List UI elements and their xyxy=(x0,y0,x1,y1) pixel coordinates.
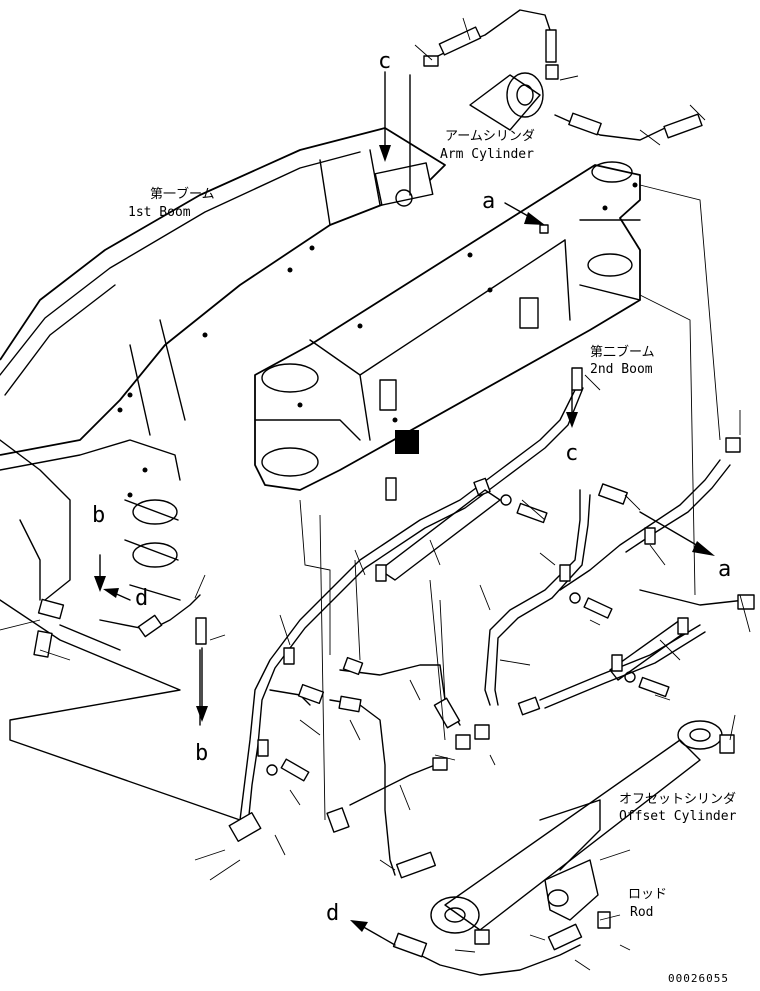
ref-d-low: d xyxy=(326,901,339,926)
ref-b-low: b xyxy=(195,741,208,766)
arm-cylinder xyxy=(409,9,703,196)
ref-a-right: a xyxy=(718,557,731,582)
first-boom-label-en: 1st Boom xyxy=(128,205,191,220)
offset-cylinder-label-jp: オフセットシリンダ xyxy=(619,792,736,807)
ref-arrows xyxy=(94,71,715,946)
ref-d-left: d xyxy=(135,586,148,611)
ref-c-mid: c xyxy=(565,441,578,466)
clamps xyxy=(257,489,689,782)
second-boom-label-jp: 第二ブーム xyxy=(590,344,655,360)
ref-b-left: b xyxy=(92,503,105,528)
labels: アームシリンダ Arm Cylinder 第一ブーム 1st Boom 第二ブー… xyxy=(92,49,737,985)
second-boom-label-en: 2nd Boom xyxy=(590,362,653,377)
first-boom-label-jp: 第一ブーム xyxy=(150,186,215,202)
rod-label-en: Rod xyxy=(630,905,653,920)
arm-cylinder-label-jp: アームシリンダ xyxy=(445,129,535,144)
rod-label-jp: ロッド xyxy=(628,887,667,902)
leaders xyxy=(0,17,751,971)
hoses xyxy=(33,367,755,976)
offset-cylinder-label-en: Offset Cylinder xyxy=(619,809,737,824)
arm-cylinder-label-en: Arm Cylinder xyxy=(440,147,534,162)
first-boom xyxy=(0,127,446,821)
part-number: 00026055 xyxy=(668,972,729,985)
second-boom xyxy=(254,161,641,491)
ref-a-top: a xyxy=(482,189,495,214)
ref-c-top: c xyxy=(378,49,391,74)
offset-cylinder xyxy=(430,720,735,945)
